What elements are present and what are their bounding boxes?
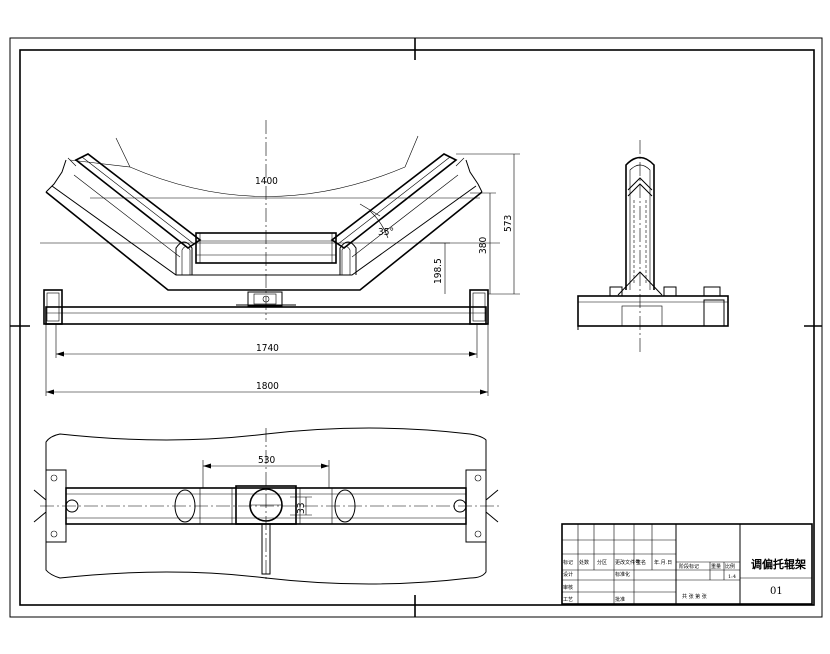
drawing-title: 调偏托辊架 (751, 557, 806, 571)
tb-sheets: 共 张 第 张 (682, 593, 707, 600)
tb-header-mark: 标记 (563, 559, 573, 566)
dim-pivot-width: 530 (258, 455, 275, 466)
dim-pivot-offset: 33 (296, 503, 307, 514)
dim-angle: 35° (378, 227, 394, 238)
tb-row-review: 审核 (563, 584, 573, 591)
right-wing-roller (330, 153, 483, 258)
tb-header-count: 处数 (579, 559, 589, 566)
tb-header-date: 年.月.日 (654, 559, 672, 566)
sheet-frame (9, 37, 823, 618)
tb-stage-marks: 阶段标记 (679, 563, 699, 570)
drawing-number: 01 (770, 586, 783, 597)
tb-weight: 重量 (711, 563, 721, 570)
tb-ratio: 比例 (725, 563, 735, 570)
dim-arc-width: 1400 (255, 176, 278, 187)
dim-height-mid: 380 (478, 237, 489, 254)
front-view: 1400 35° 573 380 198.5 1740 1800 (40, 120, 520, 396)
tb-row-standard: 标准化 (615, 571, 630, 578)
tb-row-approve: 批准 (615, 596, 625, 603)
dim-inner-length: 1740 (256, 343, 279, 354)
tb-row-process: 工艺 (563, 597, 573, 603)
plan-view: 530 33 (33, 427, 500, 585)
tb-scale: 1:4 (728, 574, 736, 580)
dim-overall-length: 1800 (256, 381, 279, 392)
tb-row-design: 设计 (563, 571, 573, 578)
left-wing-roller (45, 153, 202, 258)
side-view (577, 140, 729, 352)
center-roller (195, 232, 337, 264)
dim-height-low: 198.5 (433, 258, 444, 284)
tb-header-sign: 签名 (636, 559, 646, 566)
tb-header-zone: 分区 (597, 559, 607, 566)
title-block: 标记 处数 分区 更改文件号 签名 年.月.日 设计 标准化 审核 工艺 批准 … (561, 523, 813, 605)
dim-height-total: 573 (503, 215, 514, 232)
tb-header-change: 更改文件号 (615, 559, 640, 566)
